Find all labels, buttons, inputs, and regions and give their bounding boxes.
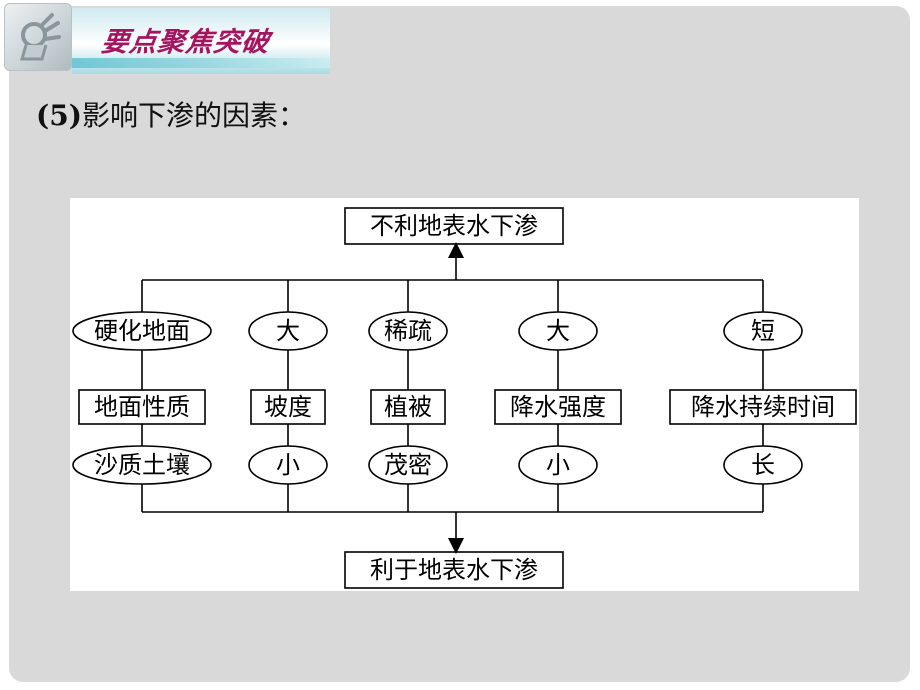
factor-label: 植被 <box>384 393 432 421</box>
favorable-ellipse <box>368 445 448 485</box>
factor-label: 降水持续时间 <box>691 393 835 421</box>
factor-box <box>370 389 446 425</box>
favorable-label: 长 <box>751 451 775 479</box>
section-heading: (5)影响下渗的因素： <box>36 94 306 134</box>
factor-box <box>494 389 622 425</box>
unfavorable-ellipse <box>518 311 598 351</box>
favorable-label: 小 <box>546 451 570 479</box>
factor-box <box>669 389 857 425</box>
factor-label: 坡度 <box>264 393 312 421</box>
unfavorable-label: 稀疏 <box>384 317 432 345</box>
factor-label: 降水强度 <box>510 393 606 421</box>
unfavorable-label: 大 <box>276 317 300 345</box>
diagram-panel: 不利地表水下渗利于地表水下渗 硬化地面地面性质沙质土壤 大坡度小 稀疏植被茂密 大降水强… <box>70 198 859 591</box>
unfavorable-ellipse <box>368 311 448 351</box>
favorable-label: 茂密 <box>384 451 432 479</box>
favorable-ellipse <box>518 445 598 485</box>
banner-title: 要点聚焦突破 <box>99 27 272 58</box>
unfavorable-label: 硬化地面 <box>94 317 190 345</box>
factor-label: 地面性质 <box>94 393 190 421</box>
favorable-label: 小 <box>276 451 300 479</box>
unfavorable-ellipse <box>723 311 803 351</box>
top-result-label: 不利地表水下渗 <box>370 212 538 240</box>
section-badge <box>4 3 72 71</box>
hand-ok-icon <box>20 13 61 61</box>
unfavorable-label: 大 <box>546 317 570 345</box>
bottom-result-label: 利于地表水下渗 <box>370 556 538 584</box>
banner-stripe <box>72 58 330 68</box>
unfavorable-label: 短 <box>751 317 775 345</box>
header-banner: 要点聚焦突破 <box>72 8 330 74</box>
section-title: 影响下渗的因素： <box>81 99 306 132</box>
favorable-ellipse <box>248 445 328 485</box>
unfavorable-ellipse <box>248 311 328 351</box>
unfavorable-ellipse <box>72 311 212 351</box>
favorable-label: 沙质土壤 <box>94 451 190 479</box>
favorable-ellipse <box>723 445 803 485</box>
top-result-box <box>344 207 564 245</box>
factor-box <box>78 389 206 425</box>
section-index: (5) <box>36 99 82 132</box>
favorable-ellipse <box>72 445 212 485</box>
factor-box <box>250 389 326 425</box>
